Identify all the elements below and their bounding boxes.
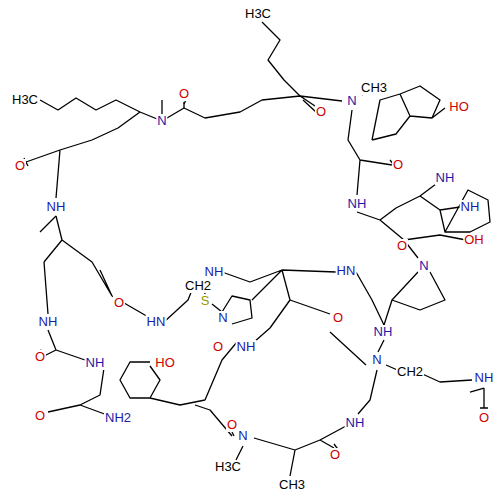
atom-label: NH: [435, 171, 456, 185]
amide: [470, 388, 484, 408]
atom-label: NH: [38, 315, 59, 329]
atom-label: O: [113, 296, 125, 310]
atom-label: NH: [236, 340, 257, 354]
atom-label: H3C: [11, 93, 39, 107]
atom-label: O: [392, 158, 404, 172]
atom-label: NH: [460, 200, 481, 214]
butyl-chain: [40, 98, 140, 112]
atom-label: CH2: [396, 365, 424, 379]
atom-label: NH: [347, 197, 368, 211]
atom-label: CH3: [360, 81, 388, 95]
backbone: [195, 370, 377, 476]
atom-label: H3C: [244, 7, 272, 21]
atom-label: O: [14, 159, 26, 173]
atom-label: O: [212, 340, 224, 354]
backbone: [40, 216, 85, 360]
atom-label: NH: [204, 265, 225, 279]
atom-label: S: [200, 294, 211, 308]
atom-label: CH2: [184, 279, 212, 293]
atom-label: O: [478, 411, 490, 425]
backbone: [222, 270, 336, 342]
atom-label: O: [178, 87, 190, 101]
atom-label: NH: [46, 200, 67, 214]
atom-label: O: [332, 311, 344, 325]
atom-label: O: [34, 350, 46, 364]
atom-label: N: [371, 353, 382, 367]
backbone: [48, 368, 110, 416]
atom-label: N: [156, 114, 167, 128]
atom-label: NH2: [104, 411, 132, 425]
atom-label: O: [329, 448, 341, 462]
indole-ring: [396, 184, 490, 232]
atom-label: O: [396, 239, 408, 253]
atom-label: N: [237, 429, 248, 443]
atom-label: H3C: [214, 460, 242, 474]
atom-label: HO: [154, 356, 176, 370]
atom-label: HN: [336, 264, 357, 278]
atom-label: NH: [474, 371, 495, 385]
double-bond: [24, 100, 488, 452]
atom-label: N: [418, 259, 429, 273]
atom-label: N: [346, 94, 357, 108]
backbone: [140, 90, 392, 195]
atom-label: NH: [85, 356, 106, 370]
backbone: [330, 272, 472, 382]
backbone: [26, 112, 150, 318]
atom-label: HN: [146, 315, 167, 329]
atom-label: O: [226, 418, 238, 432]
atom-label: NH: [373, 325, 394, 339]
atom-label: N: [217, 311, 228, 325]
atom-label: OH: [463, 233, 485, 247]
atom-label: O: [315, 105, 327, 119]
backbone: [357, 208, 466, 325]
atom-label: HO: [448, 100, 470, 114]
atom-label: NH: [345, 416, 366, 430]
atom-label: O: [34, 409, 46, 423]
atom-label: CH3: [278, 478, 306, 492]
butyl-chain: [262, 22, 300, 96]
